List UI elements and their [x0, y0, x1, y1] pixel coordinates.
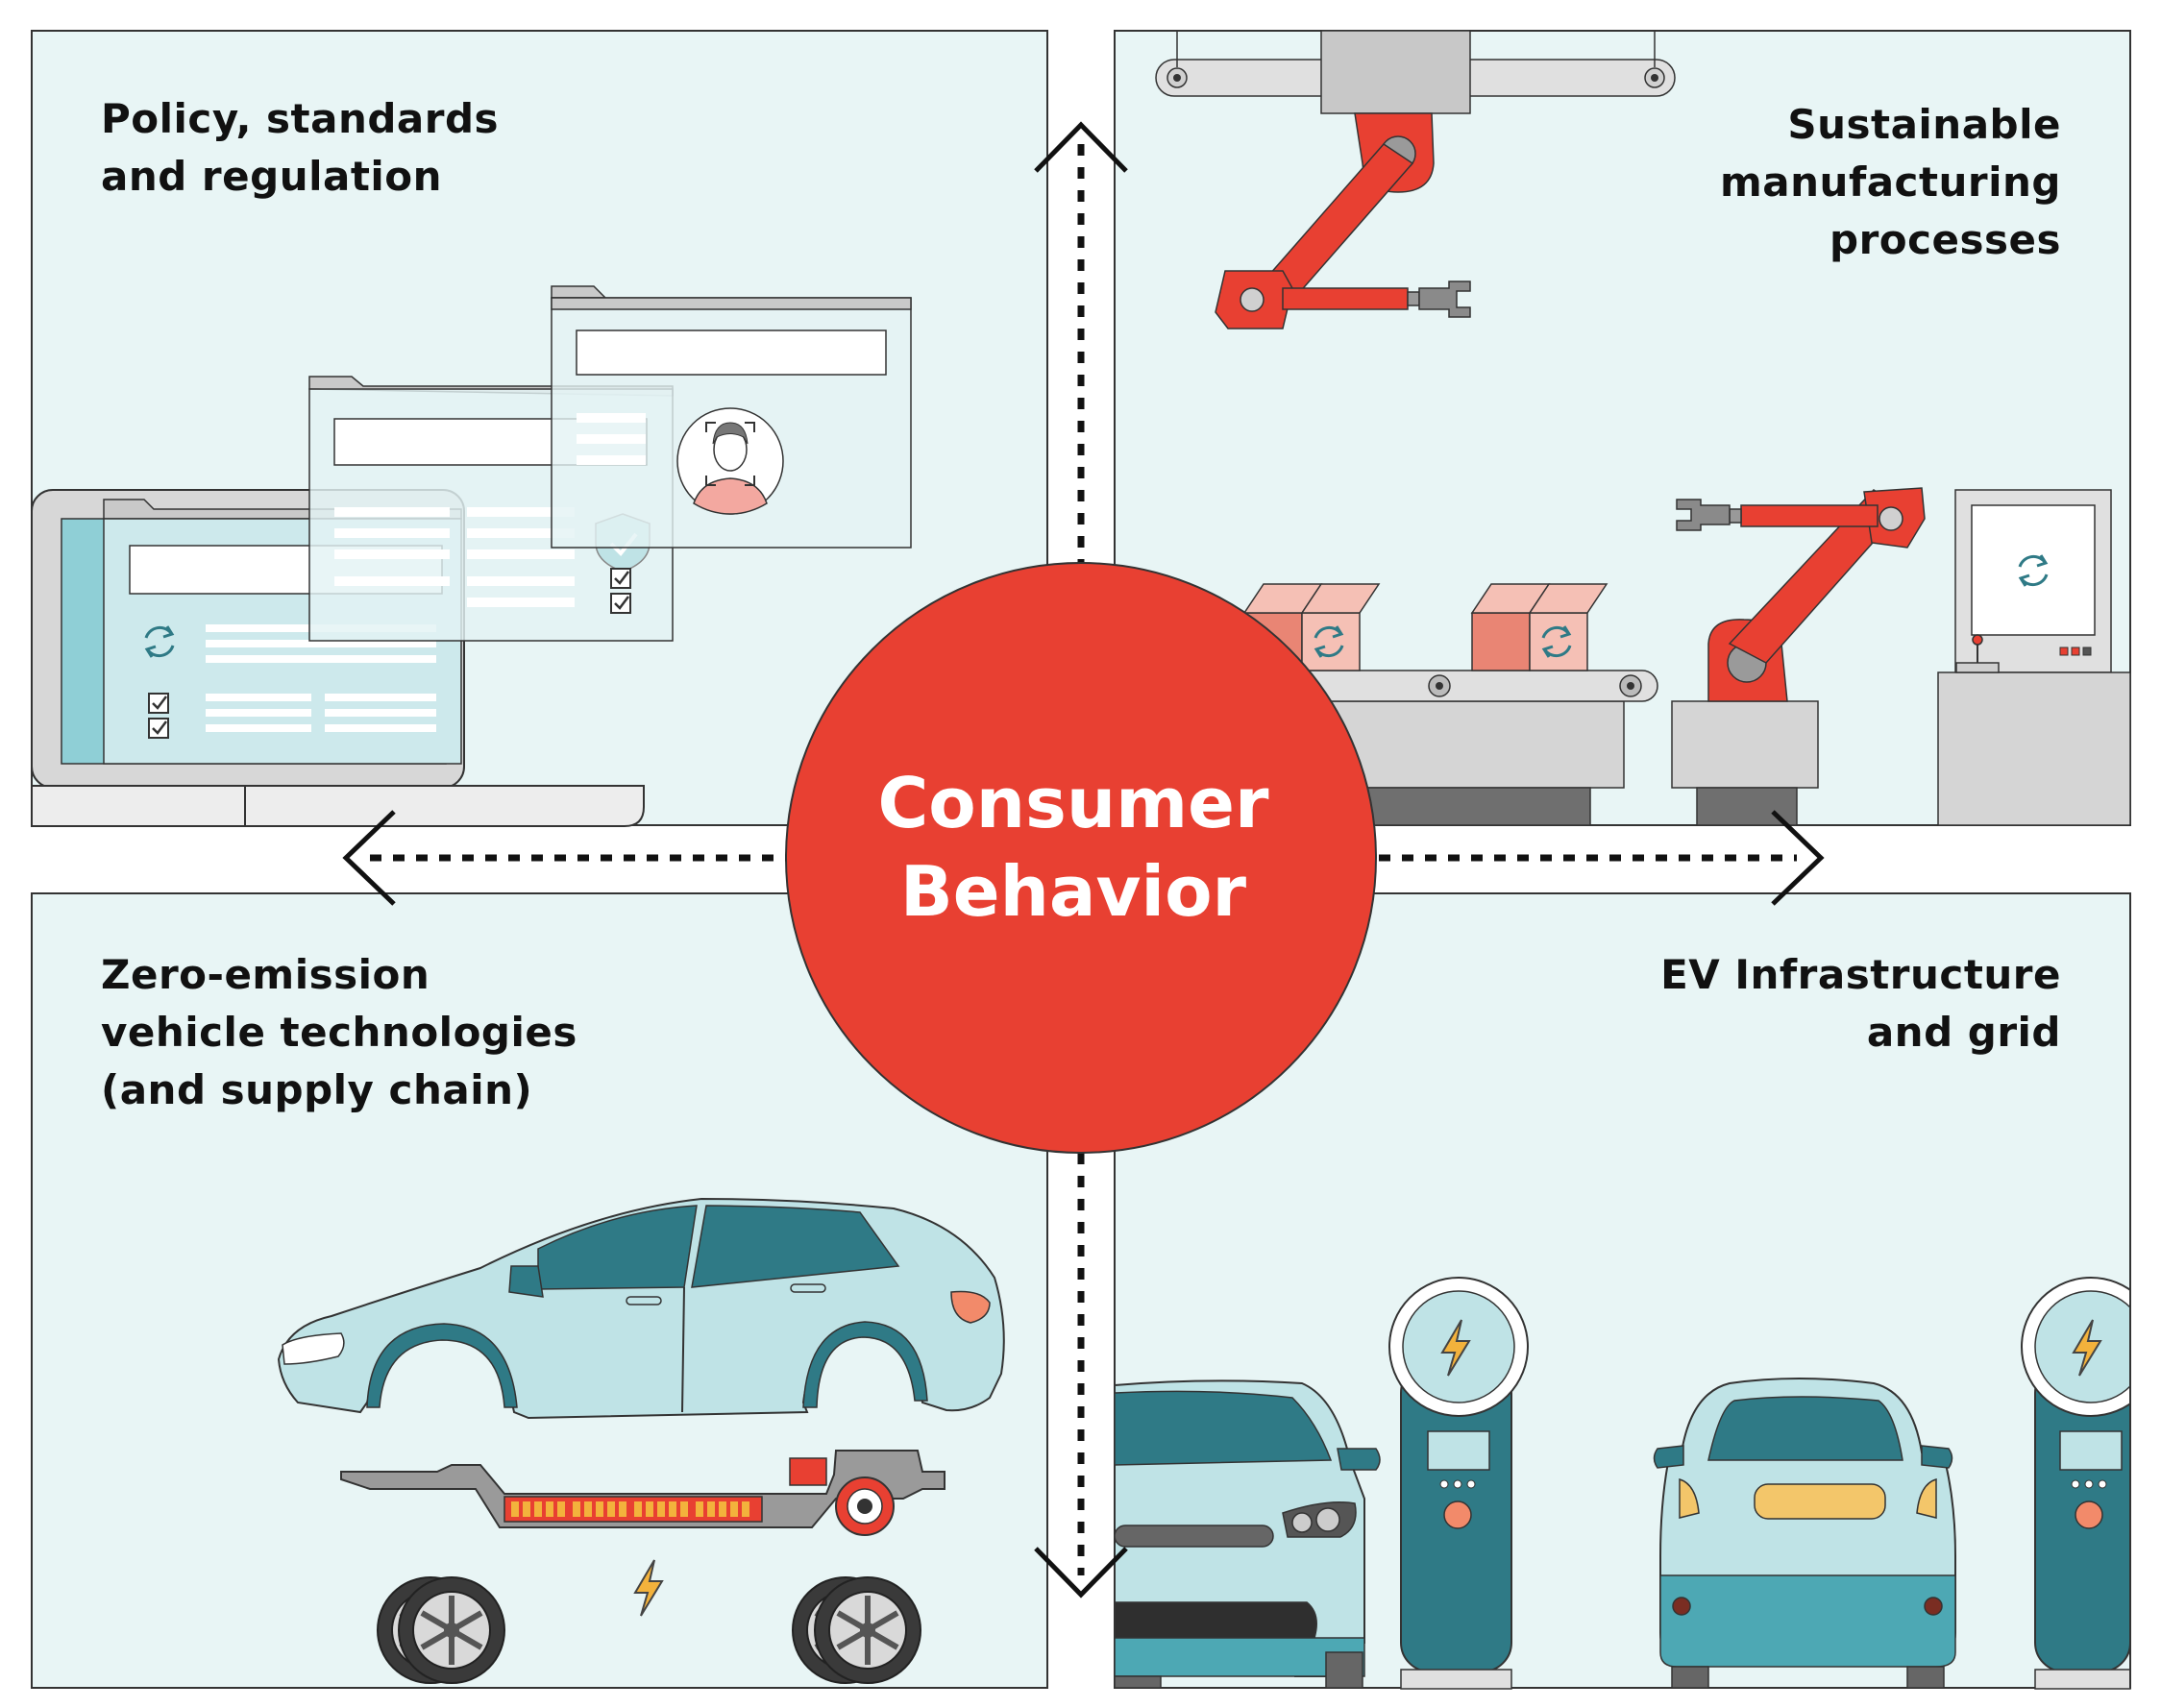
electric-car-icon: [1653, 1378, 1956, 1689]
electric-car-icon: [1114, 1379, 1381, 1689]
quadrant-label-manufacturing: Sustainable manufacturing processes: [1720, 96, 2061, 269]
wheel-icon: [793, 1577, 921, 1683]
checkbox-icon: [147, 717, 170, 740]
arrow-left: [342, 810, 788, 906]
center-title: Consumer Behavior: [780, 759, 1366, 936]
label-line: EV Infrastructure: [1660, 951, 2061, 998]
browser-window-icon: [551, 285, 912, 549]
arrow-right: [1379, 810, 1825, 906]
battery-chassis-icon: [340, 1450, 945, 1536]
label-line: (and supply chain): [101, 1066, 533, 1113]
center-title-line: Behavior: [899, 851, 1247, 932]
checkbox-icon: [609, 567, 632, 590]
ceiling-rail: [1155, 30, 1676, 114]
arrow-down: [1034, 1153, 1128, 1598]
box-icon: [1472, 584, 1607, 671]
quadrant-label-ev-infrastructure: EV Infrastructure and grid: [1660, 946, 2061, 1061]
quadrant-label-policy: Policy, standards and regulation: [101, 90, 499, 206]
control-terminal-icon: [1937, 489, 2131, 826]
label-line: manufacturing: [1720, 159, 2061, 206]
car-body-icon: [277, 1197, 1005, 1420]
wheel-icon: [378, 1577, 504, 1683]
label-line: Sustainable: [1787, 101, 2061, 148]
arrow-up: [1034, 121, 1128, 567]
quadrant-label-vehicle-tech: Zero-emission vehicle technologies (and …: [101, 946, 577, 1119]
charging-station-icon: [1388, 1277, 1529, 1690]
label-line: Policy, standards: [101, 95, 500, 142]
checkbox-icon: [147, 692, 170, 715]
user-profile-icon: [676, 407, 784, 515]
robot-arm-icon: [1671, 487, 1926, 826]
center-circle: [785, 562, 1377, 1154]
label-line: and regulation: [101, 153, 443, 200]
center-title-line: Consumer: [877, 763, 1269, 843]
label-line: and grid: [1866, 1009, 2061, 1056]
robot-arm-icon: [1215, 112, 1471, 329]
label-line: processes: [1829, 216, 2061, 263]
label-line: vehicle technologies: [101, 1009, 577, 1056]
checkbox-icon: [609, 592, 632, 615]
label-line: Zero-emission: [101, 951, 430, 998]
